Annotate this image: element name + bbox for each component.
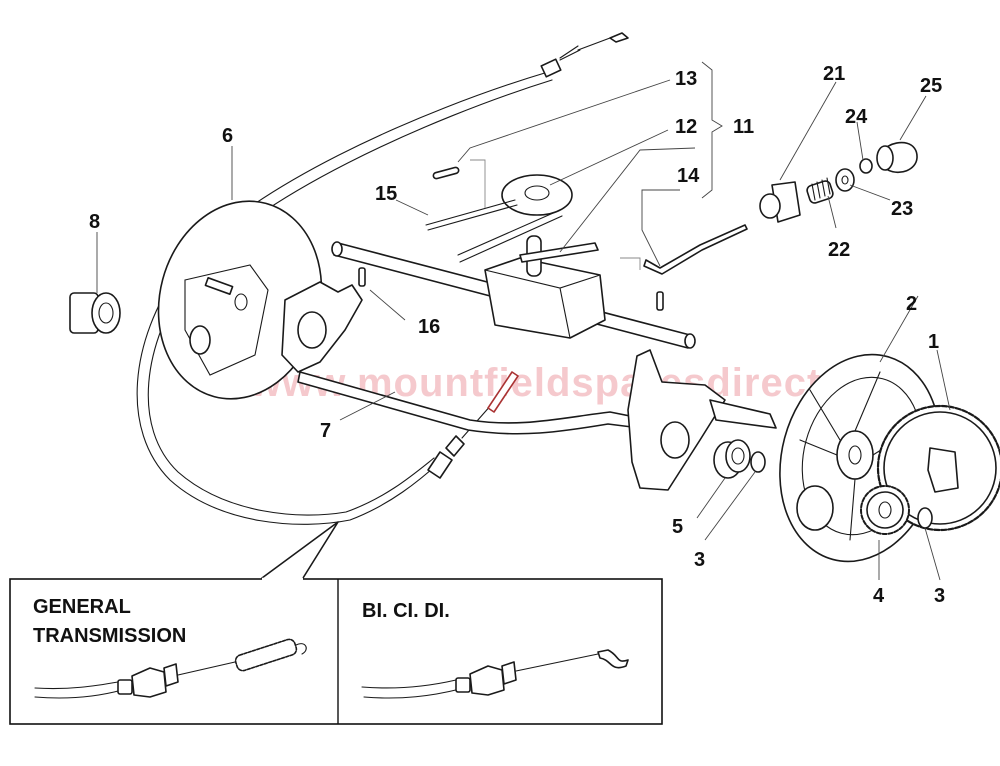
right-bracket <box>627 349 777 491</box>
part-24-nut <box>859 158 873 174</box>
inset-cable-spring-end <box>34 638 307 699</box>
part-23-washer <box>835 168 855 192</box>
label-23: 23 <box>891 198 913 220</box>
label-14: 14 <box>677 165 700 187</box>
label-8: 8 <box>89 211 100 233</box>
part-8-pinion <box>69 292 121 334</box>
label-22: 22 <box>828 239 850 261</box>
part-16-roll-pin <box>358 267 366 287</box>
part-3-circlip-b <box>917 507 933 529</box>
label-11: 11 <box>733 116 754 138</box>
label-16: 16 <box>418 316 440 338</box>
part-22-spring <box>806 177 834 204</box>
inset-pointer <box>261 521 339 579</box>
part-14-control-rod <box>643 224 748 275</box>
label-3b: 3 <box>934 585 945 607</box>
part-5-bearing <box>713 439 751 479</box>
cable-variant-inset: GENERAL TRANSMISSION BI. CI. DI. <box>9 577 663 725</box>
inset-cable-z-end <box>361 649 629 699</box>
label-24: 24 <box>845 106 868 128</box>
label-13: 13 <box>675 68 697 90</box>
leader-lines <box>96 79 951 581</box>
label-15: 15 <box>375 183 397 205</box>
inset-title-general-line2: TRANSMISSION <box>33 625 186 647</box>
label-4: 4 <box>873 585 885 607</box>
part-4-pinion <box>860 485 910 535</box>
inset-title-general-line1: GENERAL <box>33 596 131 618</box>
part-1-gear <box>876 404 1000 532</box>
part-3-circlip <box>750 451 766 473</box>
label-5: 5 <box>672 516 683 538</box>
part-21-bushing <box>759 181 801 223</box>
label-6: 6 <box>222 125 233 147</box>
left-bracket <box>281 281 363 373</box>
part-13-pin <box>432 166 460 180</box>
part-15-pulley-belt <box>425 174 573 263</box>
group-bracket-11 <box>701 61 723 199</box>
part-25-cap <box>876 141 918 174</box>
label-12: 12 <box>675 116 697 138</box>
roll-pin-right <box>656 291 664 311</box>
control-cable <box>136 32 629 525</box>
label-21: 21 <box>823 63 845 85</box>
part-labels: 1 2 3 3 4 5 6 7 8 11 12 13 14 15 16 21 2… <box>89 63 945 607</box>
label-2: 2 <box>906 293 917 315</box>
inset-title-bicidi: BI. CI. DI. <box>362 600 450 622</box>
watermark: www.mountfieldsparesdirect <box>249 361 821 405</box>
label-3a: 3 <box>694 549 705 571</box>
label-7: 7 <box>320 420 331 442</box>
label-25: 25 <box>920 75 942 97</box>
part-12-gearbox <box>331 235 696 349</box>
label-1: 1 <box>928 331 939 353</box>
